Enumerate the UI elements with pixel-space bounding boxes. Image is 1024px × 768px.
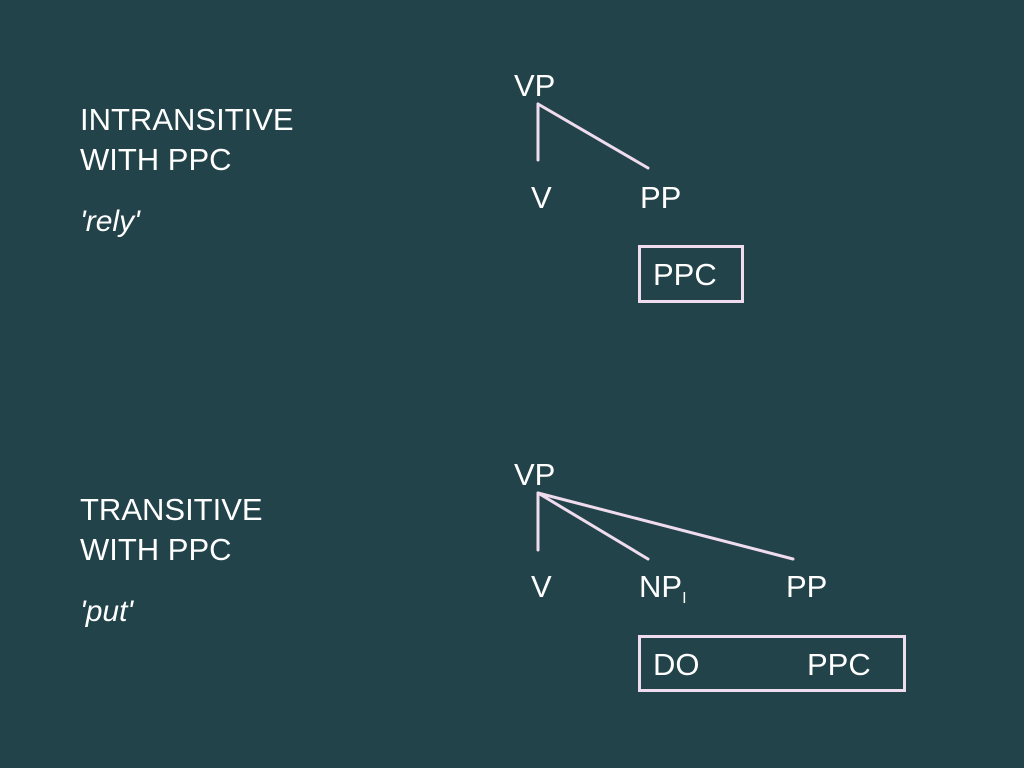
heading-line-1: TRANSITIVE <box>80 492 263 527</box>
branch-vp-pp <box>536 102 650 170</box>
function-label-ppc: PPC <box>807 647 871 682</box>
function-box: PPC <box>638 245 744 303</box>
example-word: 'put' <box>80 595 134 628</box>
heading-intransitive: INTRANSITIVE WITH PPC <box>80 100 294 180</box>
heading-line-2: WITH PPC <box>80 532 232 567</box>
heading-transitive: TRANSITIVE WITH PPC <box>80 490 263 570</box>
node-subscript: I <box>682 590 687 607</box>
tree-node-pp: PP <box>786 569 828 604</box>
function-label-do: DO <box>653 647 700 682</box>
tree-node-v: V <box>531 569 552 604</box>
node-label: NP <box>639 569 683 604</box>
function-label-ppc: PPC <box>653 257 717 292</box>
tree-root-node: VP <box>514 68 556 103</box>
tree-node-np: NPI <box>639 570 687 616</box>
heading-line-2: WITH PPC <box>80 142 232 177</box>
function-box: DO PPC <box>638 635 906 692</box>
branch-vp-pp <box>536 491 795 561</box>
tree-root-node: VP <box>514 457 556 492</box>
example-word: 'rely' <box>80 205 140 238</box>
tree-node-v: V <box>531 180 552 215</box>
heading-line-1: INTRANSITIVE <box>80 102 294 137</box>
tree-node-pp: PP <box>640 180 682 215</box>
branch-vp-np <box>536 491 650 561</box>
